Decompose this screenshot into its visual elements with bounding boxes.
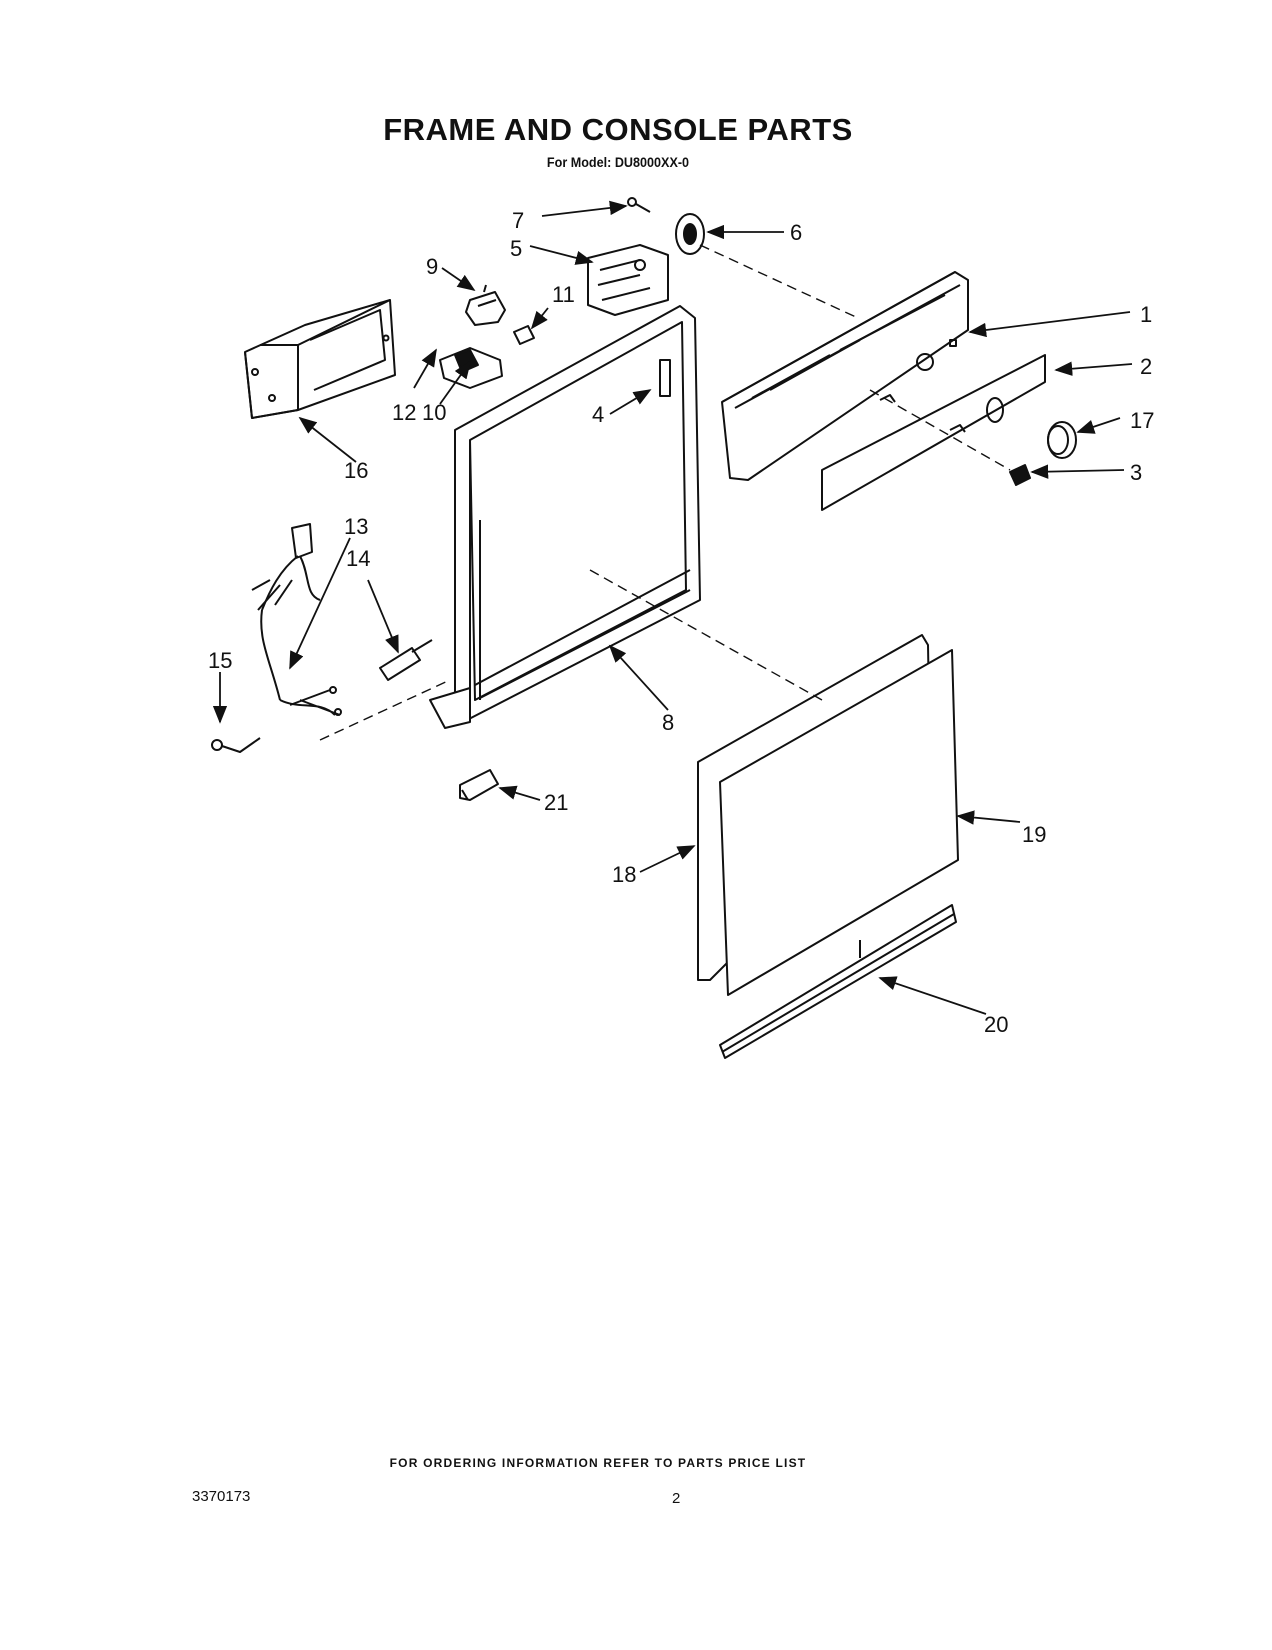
part-8-frame <box>429 305 701 729</box>
part-17-knob <box>1047 421 1077 459</box>
document-number: 3370173 <box>192 1488 251 1505</box>
part-21-bracket <box>459 769 499 801</box>
part-2-trim <box>821 354 1046 511</box>
part-11-clip <box>513 325 535 345</box>
callout-arrows <box>212 200 1133 1015</box>
part-5-timer <box>587 244 669 316</box>
callout-15: 15 <box>208 648 232 673</box>
callout-4: 4 <box>592 402 604 427</box>
part-15-screw <box>211 737 261 753</box>
callout-9: 9 <box>426 254 438 279</box>
callout-17: 17 <box>1130 408 1154 433</box>
callout-8: 8 <box>662 710 674 735</box>
callout-3: 3 <box>1130 460 1142 485</box>
part-20-toe-strip <box>719 904 957 1059</box>
callout-18: 18 <box>612 862 636 887</box>
callout-6: 6 <box>790 220 802 245</box>
part-16-electrical-box <box>244 299 396 419</box>
part-9-switch <box>465 284 506 326</box>
callout-5: 5 <box>510 236 522 261</box>
callout-7: 7 <box>512 208 524 233</box>
model-subtitle: For Model: DU8000XX-0 <box>546 154 690 170</box>
part-19-panel <box>719 649 959 996</box>
callout-16: 16 <box>344 458 368 483</box>
part-7-screw <box>627 197 651 213</box>
page-title: FRAME AND CONSOLE PARTS <box>383 112 853 147</box>
callout-11: 11 <box>552 282 575 307</box>
callout-2: 2 <box>1140 354 1152 379</box>
callout-labels: 1 2 3 4 5 6 7 8 9 10 11 12 13 14 15 16 1… <box>208 208 1154 1037</box>
callout-19: 19 <box>1022 822 1046 847</box>
callout-20: 20 <box>984 1012 1008 1037</box>
callout-14: 14 <box>346 546 370 571</box>
callout-21: 21 <box>544 790 568 815</box>
part-6-timer-knob <box>675 213 705 255</box>
part-13-harness <box>251 523 342 716</box>
part-3-button <box>1009 464 1031 486</box>
callout-13: 13 <box>344 514 368 539</box>
part-1-console <box>721 271 969 481</box>
alignment-lines <box>319 244 1011 741</box>
part-10-bracket <box>439 347 503 389</box>
ordering-note: FOR ORDERING INFORMATION REFER TO PARTS … <box>389 1456 807 1470</box>
page-number: 2 <box>672 1490 681 1507</box>
callout-10: 10 <box>422 400 446 425</box>
callout-1: 1 <box>1140 302 1152 327</box>
callout-12: 12 <box>392 400 416 425</box>
part-14-switch <box>379 639 433 681</box>
